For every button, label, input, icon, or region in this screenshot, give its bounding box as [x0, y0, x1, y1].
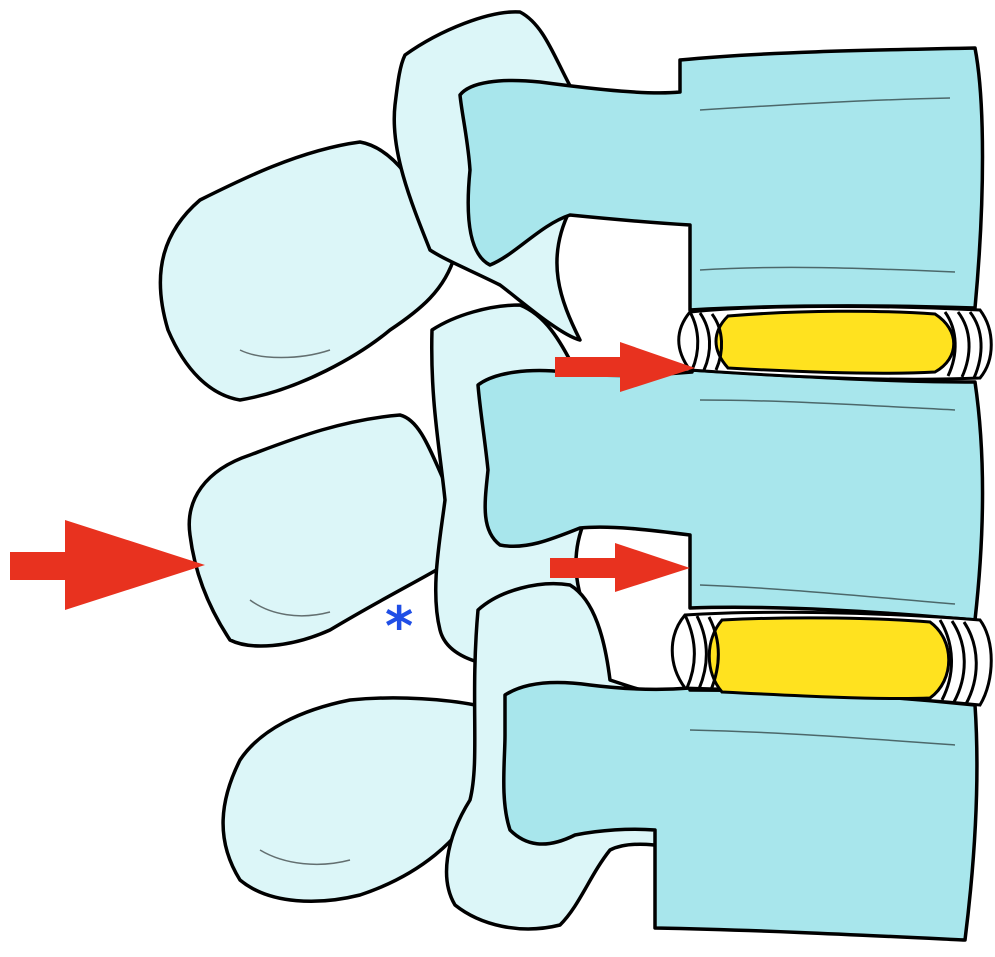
large-arrow	[10, 520, 205, 610]
intervertebral-disc-lower	[672, 612, 991, 705]
intervertebral-disc-upper	[679, 306, 992, 379]
annotation-asterisk: *	[385, 600, 413, 654]
